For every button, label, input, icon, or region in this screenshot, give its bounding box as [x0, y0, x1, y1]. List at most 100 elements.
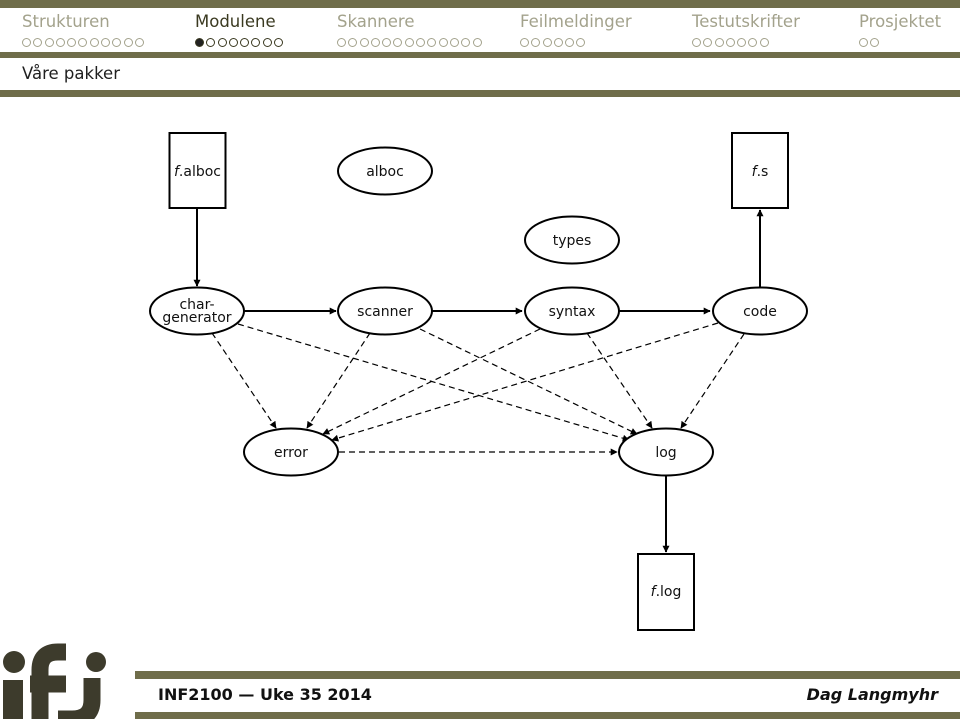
nav-dot[interactable]: [737, 38, 747, 47]
nav-dot[interactable]: [89, 38, 99, 47]
footer-course-title: INF2100 — Uke 35 2014: [158, 685, 372, 704]
nav-dot[interactable]: [565, 38, 575, 47]
nav-dot[interactable]: [393, 38, 403, 47]
node-file-s: f.s: [731, 132, 789, 209]
nav-dot[interactable]: [427, 38, 437, 47]
file-alboc-suffix: .alboc: [179, 164, 221, 180]
nav-dot[interactable]: [78, 38, 88, 47]
nav-dot-current[interactable]: [195, 38, 204, 47]
nav-dot[interactable]: [576, 38, 586, 47]
file-s-suffix: .s: [757, 164, 769, 180]
nav-dot[interactable]: [67, 38, 77, 47]
nav-dot[interactable]: [134, 38, 144, 47]
nav-dots: [692, 38, 771, 50]
nav-dot[interactable]: [382, 38, 392, 47]
nav-dot[interactable]: [438, 38, 448, 47]
nav-dot[interactable]: [703, 38, 713, 47]
edge-chargenerator-to-error: [211, 332, 277, 429]
nav-dot[interactable]: [404, 38, 414, 47]
footer-author: Dag Langmyhr: [806, 685, 938, 704]
node-file-alboc: f.alboc: [168, 132, 227, 209]
nav-label[interactable]: Skannere: [337, 12, 415, 31]
footer-band-top: [135, 671, 960, 679]
nav-dot[interactable]: [461, 38, 471, 47]
log-label: log: [655, 445, 676, 461]
nav-dot[interactable]: [206, 38, 216, 47]
node-chargenerator: char- generator: [149, 286, 245, 336]
nav-dot[interactable]: [240, 38, 250, 47]
file-s-label: f.s: [752, 164, 769, 180]
nav-dot[interactable]: [692, 38, 701, 47]
nav-dot[interactable]: [22, 38, 31, 47]
nav-dots: [22, 38, 146, 50]
footer-band-bottom: [135, 712, 960, 719]
file-log-label: f.log: [651, 584, 682, 600]
file-s-prefix: f: [752, 164, 759, 180]
nav-dot[interactable]: [33, 38, 43, 47]
nav-dot[interactable]: [359, 38, 369, 47]
nav-dot[interactable]: [55, 38, 65, 47]
frame-title: Våre pakker: [22, 64, 120, 83]
file-log-prefix: f: [651, 584, 658, 600]
nav-dot[interactable]: [553, 38, 563, 47]
file-alboc-label: f.alboc: [174, 164, 221, 180]
node-file-log: f.log: [637, 553, 695, 631]
error-label: error: [274, 445, 308, 461]
ifi-logo: [3, 643, 106, 719]
nav-dot[interactable]: [348, 38, 358, 47]
nav-label[interactable]: Strukturen: [22, 12, 110, 31]
dashed-edges: [211, 322, 745, 456]
node-log: log: [618, 427, 714, 477]
edge-syntax-to-error: [322, 328, 541, 435]
nav-dot[interactable]: [449, 38, 459, 47]
nav-dot[interactable]: [370, 38, 380, 47]
nav-dot[interactable]: [274, 38, 284, 47]
nav-dot[interactable]: [870, 38, 880, 47]
nav-dots: [859, 38, 882, 50]
file-log-suffix: .log: [656, 584, 682, 600]
nav-dot[interactable]: [228, 38, 238, 47]
chargenerator-label-line1: char-: [179, 297, 214, 313]
alboc-label: alboc: [366, 164, 404, 180]
node-scanner: scanner: [337, 286, 433, 336]
edge-scanner-to-log: [419, 328, 638, 435]
edge-code-to-error: [331, 322, 719, 442]
edge-scanner-to-error: [306, 332, 371, 429]
nav-dot[interactable]: [531, 38, 541, 47]
nav-label[interactable]: Feilmeldinger: [520, 12, 632, 31]
nav-dot[interactable]: [112, 38, 122, 47]
node-types: types: [524, 215, 620, 265]
nav-dot[interactable]: [542, 38, 552, 47]
types-label: types: [553, 233, 592, 249]
scanner-label: scanner: [357, 304, 413, 320]
nav-dot[interactable]: [251, 38, 261, 47]
nav-dot[interactable]: [123, 38, 133, 47]
nav-label[interactable]: Prosjektet: [859, 12, 942, 31]
nav-dot[interactable]: [859, 38, 868, 47]
nav-label[interactable]: Modulene: [195, 12, 276, 31]
nav-dots: [195, 38, 285, 50]
syntax-label: syntax: [549, 304, 596, 320]
section-navigation: Strukturen Modulene Skannere Feilmelding…: [0, 8, 960, 52]
title-divider: [0, 90, 960, 97]
nav-dot[interactable]: [337, 38, 346, 47]
nav-dot[interactable]: [714, 38, 724, 47]
edge-code-to-log: [680, 333, 745, 429]
nav-dot[interactable]: [759, 38, 769, 47]
nav-dot[interactable]: [416, 38, 426, 47]
node-syntax: syntax: [524, 286, 620, 336]
nav-dot[interactable]: [748, 38, 758, 47]
nav-dot[interactable]: [262, 38, 272, 47]
nav-label[interactable]: Testutskrifter: [692, 12, 800, 31]
edge-chargenerator-to-log: [237, 323, 630, 442]
edge-syntax-to-log: [586, 332, 653, 429]
nav-dots: [520, 38, 588, 50]
nav-dot[interactable]: [725, 38, 735, 47]
nav-dot[interactable]: [217, 38, 227, 47]
nav-dot[interactable]: [101, 38, 111, 47]
nav-dot[interactable]: [520, 38, 529, 47]
nav-dot[interactable]: [44, 38, 54, 47]
code-label: code: [743, 304, 777, 320]
nav-dot[interactable]: [472, 38, 482, 47]
